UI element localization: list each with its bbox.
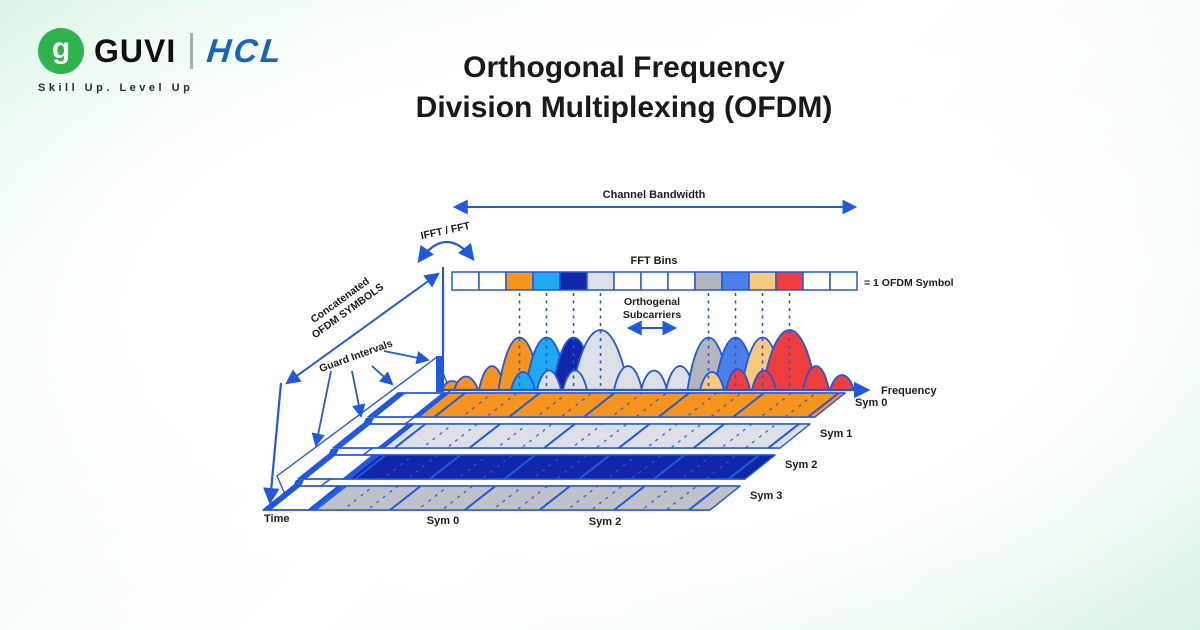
sym-label-bottom-1: Sym 2 [589, 516, 621, 528]
guard-interval-strip [342, 455, 380, 479]
symbol-row-0 [367, 392, 846, 418]
ofdm-symbol-equals-label: = 1 OFDM Symbol [864, 277, 954, 289]
fft-bin [829, 271, 858, 291]
concatenated-label: Concatenated OFDM SYMBOLS [309, 275, 386, 341]
sym-label-right-1: Sym 1 [820, 428, 852, 440]
frequency-axis-label: Frequency [881, 385, 938, 397]
fft-bins-row [451, 271, 858, 291]
guard-strip-gap [328, 449, 339, 455]
fft-bin [667, 271, 696, 291]
channel-bandwidth-label: Channel Bandwidth [603, 189, 706, 201]
guard-strip-gap [363, 418, 374, 424]
brand-tagline: Skill Up. Level Up [38, 82, 194, 94]
guard-interval-strip [368, 393, 406, 417]
sym-label-bottom-0: Sym 0 [427, 515, 459, 527]
fft-bin [640, 271, 669, 291]
guvi-wordmark: GUVI [94, 32, 177, 69]
title-line2: Division Multiplexing (OFDM) [415, 91, 833, 124]
concatenated-symbols-arrow [285, 272, 440, 385]
sym-label-right-2: Sym 2 [785, 459, 817, 471]
orthogonal-subcarriers-label-1: Orthogenal [624, 296, 680, 308]
sym-label-right-3: Sym 3 [750, 490, 782, 502]
guard-interval-arrows [311, 350, 430, 447]
fft-bin [613, 271, 642, 291]
bin-to-peak-dashed-lines [518, 293, 791, 387]
guard-interval-strip [412, 393, 450, 417]
page-title: Orthogonal Frequency Division Multiplexi… [416, 48, 833, 128]
guard-interval-strip-origin [436, 356, 444, 392]
fft-bin [478, 271, 507, 291]
symbol-row-2 [297, 454, 776, 480]
time-axis [263, 382, 283, 505]
time-axis-label: Time [264, 513, 289, 525]
fft-bin [775, 271, 804, 291]
fft-bins-label: FFT Bins [630, 255, 677, 267]
sym-label-right-0: Sym 0 [855, 397, 887, 409]
guard-interval-strip [307, 486, 345, 510]
symbol-row-1 [332, 423, 811, 449]
fft-bin [748, 271, 777, 291]
fft-bin [721, 271, 750, 291]
subcarrier-sidelobe-red [829, 374, 855, 391]
ifft-fft-arc-arrow [417, 241, 475, 263]
guvi-logo-glyph: g [51, 32, 71, 65]
fft-bin [505, 271, 534, 291]
guard-interval-strip [298, 455, 336, 479]
guard-intervals-label: Guard Intervals [318, 337, 395, 375]
fft-bin [559, 271, 588, 291]
ifft-fft-label: IFFT / FFT [420, 220, 472, 242]
symbol-row-3 [262, 485, 741, 511]
fft-bin [694, 271, 723, 291]
guard-strip-gap [293, 480, 304, 486]
fft-bin [451, 271, 480, 291]
guard-interval-strip [333, 424, 371, 448]
subcarrier-sidelobe-orange [453, 375, 479, 391]
title-line1: Orthogonal Frequency [463, 51, 785, 84]
brand-lockup: g GUVI HCL Skill Up. Level Up [38, 28, 286, 94]
subcarrier-lobes [441, 329, 855, 391]
fft-bin [532, 271, 561, 291]
guard-interval-strip [377, 424, 415, 448]
orthogonal-subcarriers-label-2: Subcarriers [623, 309, 682, 321]
fft-bin [586, 271, 615, 291]
subcarrier-sidelobe-gray [640, 369, 668, 391]
fft-bin [802, 271, 831, 291]
guvi-logo-icon: g [38, 28, 84, 74]
symbol-rows [262, 392, 846, 511]
brand-divider [190, 33, 194, 69]
